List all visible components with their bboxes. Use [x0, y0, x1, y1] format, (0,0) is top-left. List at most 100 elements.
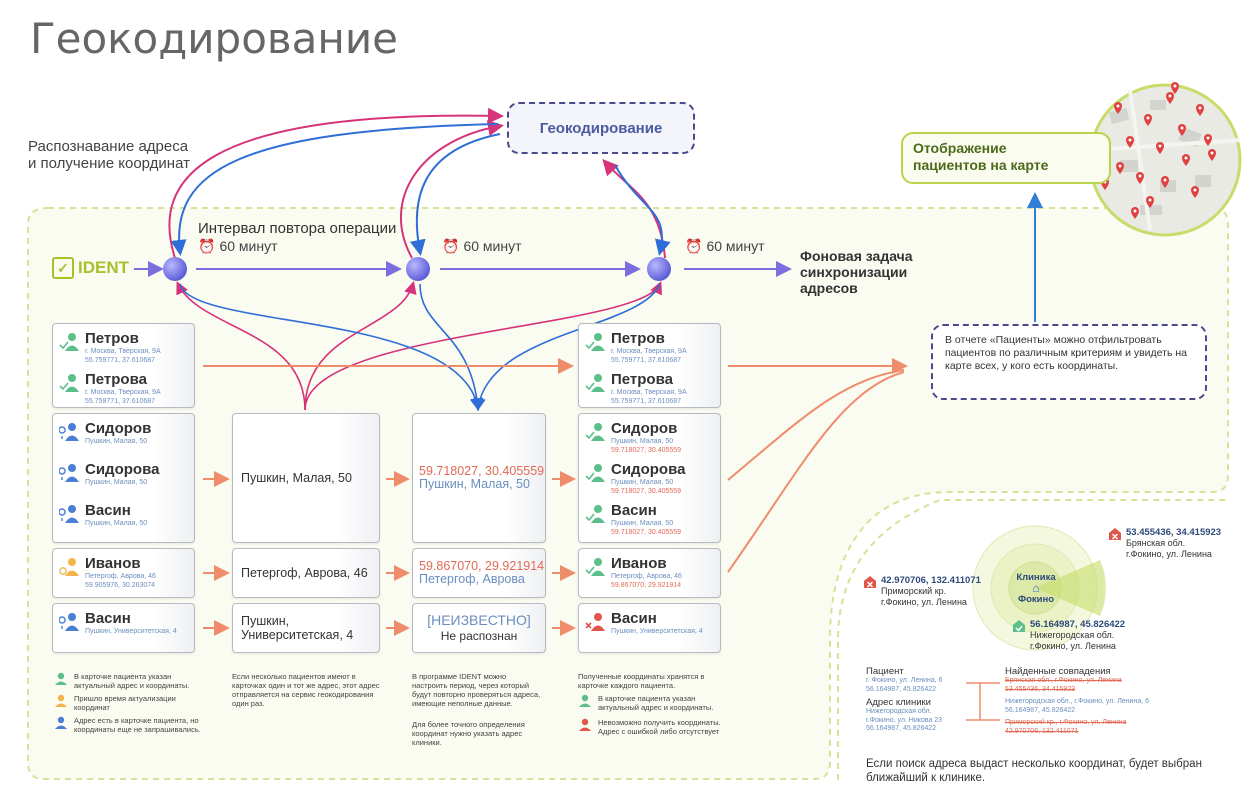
map-pin-icon	[1114, 102, 1122, 114]
patient-blue-icon	[59, 464, 79, 482]
patient-name: Сидорова	[611, 461, 686, 478]
patient-ok-icon	[579, 694, 591, 707]
patient-address: Пушкин, Малая, 50	[85, 479, 148, 486]
map-pin-icon	[1182, 154, 1190, 166]
home-error-icon	[864, 576, 876, 588]
home-check-icon	[1013, 620, 1025, 632]
patient-name: Васин	[85, 502, 131, 519]
alarm-clock-icon: ⏰	[198, 238, 216, 254]
address-box: Петергоф, Аврова, 46	[232, 548, 380, 598]
patient-name: Петров	[85, 330, 139, 347]
address-box: Пушкин, Университетская, 4	[232, 603, 380, 653]
patient-green-icon	[59, 374, 79, 392]
legend-item: Адрес есть в карточке пациента, но коорд…	[54, 716, 204, 734]
map-pin-icon	[1178, 124, 1186, 136]
clinic-region-border	[837, 499, 1230, 780]
clinic-radius-rings	[972, 525, 1106, 651]
patient-address: Пушкин, Университетская, 4	[611, 628, 703, 635]
patient-name: Петрова	[85, 371, 147, 388]
legend-item: В карточке пациента указан актуальный ад…	[54, 672, 204, 690]
patient-address: Пушкин, Малая, 50	[85, 520, 148, 527]
interval-3: ⏰60 минут	[685, 238, 765, 254]
alarm-clock-icon: ⏰	[685, 238, 703, 254]
map-pin-icon	[1156, 142, 1164, 154]
patient-address: Пушкин, Университетская, 4	[85, 628, 177, 635]
interval-1: ⏰60 минут	[198, 238, 278, 254]
patient-update-icon	[55, 694, 67, 707]
patient-blue-icon	[59, 423, 79, 441]
map-pin-icon	[1208, 149, 1216, 161]
patient-name: Васин	[85, 610, 131, 627]
patient-yellow-icon	[59, 558, 79, 576]
patient-green-icon	[585, 464, 605, 482]
map-pin-icon	[1196, 104, 1204, 116]
interval-label: Интервал повтора операции	[198, 220, 397, 237]
map-pin-icon	[1136, 172, 1144, 184]
page-title: Геокодирование	[30, 14, 398, 63]
map-pin-icon	[1146, 196, 1154, 208]
patient-ok-icon	[55, 672, 67, 685]
address-box: Пушкин, Малая, 50	[232, 413, 380, 543]
patient-name: Сидорова	[85, 461, 160, 478]
map-pin-icon	[1166, 92, 1174, 104]
map-pin-icon	[1116, 162, 1124, 174]
patient-green-icon	[585, 558, 605, 576]
patient-name: Петрова	[611, 371, 673, 388]
patient-blue-icon	[59, 505, 79, 523]
legend-item: В карточке пациента указан актуальный ад…	[578, 694, 728, 712]
patients-report-note: В отчете «Пациенты» можно отфильтровать …	[931, 324, 1207, 400]
map-pin-icon	[1161, 176, 1169, 188]
checkmark-icon: ✓	[52, 257, 74, 279]
patient-address: Пушкин, Малая, 50	[85, 438, 148, 445]
patient-green-icon	[585, 423, 605, 441]
map-pin-icon	[1171, 82, 1179, 94]
patient-pending-icon	[55, 716, 67, 729]
patient-green-icon	[59, 333, 79, 351]
retry-period-note: В программе IDENT можно настроить период…	[412, 672, 541, 708]
nearest-match-note: Если поиск адреса выдаст несколько коорд…	[866, 758, 1202, 784]
patient-green-icon	[585, 374, 605, 392]
patient-name: Иванов	[611, 555, 667, 572]
map-pin-icon	[1191, 186, 1199, 198]
clinic-address-note: Для более точного определения координат …	[412, 720, 525, 747]
map-pin-icon	[1131, 207, 1139, 219]
stored-coords-note: Полученные координаты хранятся в карточк…	[578, 672, 705, 690]
sync-node-2	[406, 257, 430, 281]
clinic-label: Клиника ⌂ Фокино	[1014, 572, 1058, 605]
legend-item: Невозможно получить координаты. Адрес с …	[578, 718, 728, 736]
dedupe-note: Если несколько пациентов имеют в карточк…	[232, 672, 380, 708]
patient-name: Сидоров	[85, 420, 152, 437]
ident-logo: ✓IDENT	[52, 257, 129, 279]
clinic-icon: ⌂	[1032, 581, 1040, 595]
patient-name: Васин	[611, 610, 657, 627]
legend-item: Пришло время актуализации координат	[54, 694, 204, 712]
map-thumbnail	[1088, 83, 1242, 237]
matches-block: Найденные совпадения Брянская обл., г.Фо…	[1005, 666, 1150, 735]
map-pin-icon	[1204, 134, 1212, 146]
interval-2: ⏰60 минут	[442, 238, 522, 254]
patient-name: Сидоров	[611, 420, 678, 437]
map-pin-icon	[1144, 114, 1152, 126]
patient-green-icon	[585, 505, 605, 523]
